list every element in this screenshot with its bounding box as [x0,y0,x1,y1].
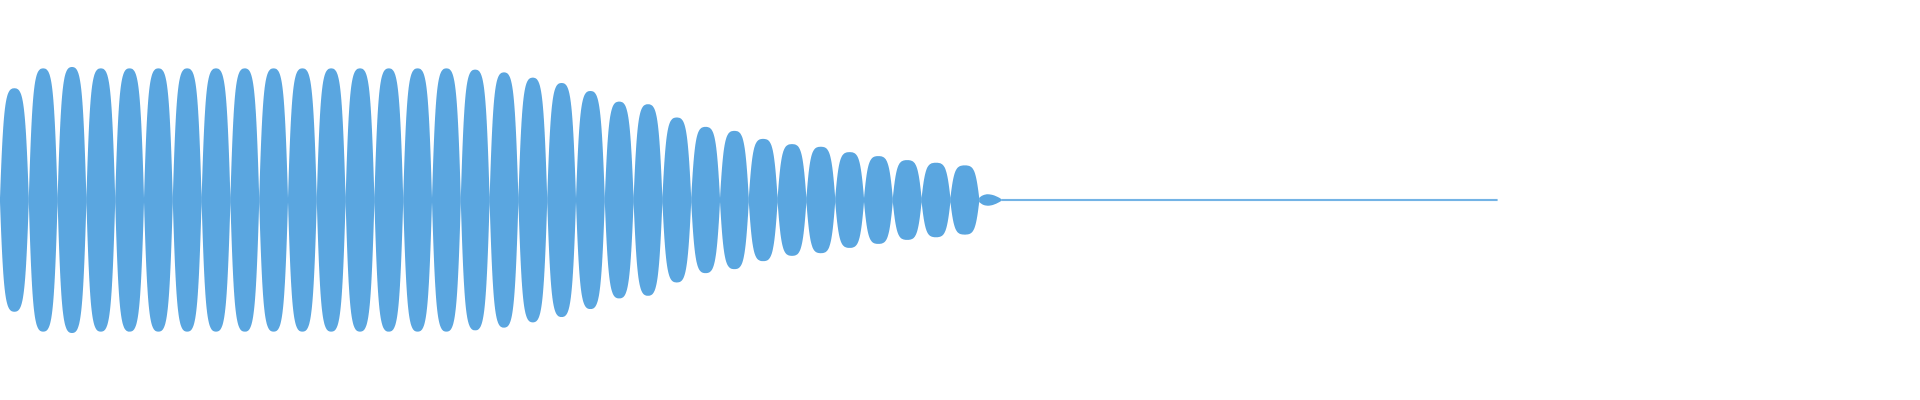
waveform-lobe [432,68,461,332]
waveform-lobe [259,68,288,332]
waveform-lobe [0,88,29,312]
waveform-lobe [921,162,951,238]
waveform-lobes [0,67,1002,333]
waveform-lobe [835,152,864,248]
waveform-lobe [777,144,807,256]
waveform-lobe [864,156,893,244]
waveform-lobe [403,68,432,332]
waveform-lobe [201,68,231,332]
waveform-ringout [979,194,1002,206]
waveform-lobe [288,68,317,332]
waveform-lobe [144,68,173,332]
waveform-lobe [604,101,634,299]
waveform-lobe [662,117,692,283]
waveform-lobe [720,130,749,270]
waveform-lobe [633,104,663,296]
waveform-lobe [518,77,548,323]
waveform-lobe [345,68,375,332]
waveform-lobe [172,68,202,332]
waveform-lobe [374,68,404,332]
waveform-lobe [86,68,116,332]
waveform-lobe [489,72,519,328]
waveform-lobe [576,90,605,310]
waveform-noise-floor [1001,198,1498,202]
waveform-lobe [806,146,836,254]
waveform-lobe [748,138,778,262]
waveform-noise-line [1001,198,1498,202]
waveform-lobe [28,68,58,332]
waveform-lobe [547,82,576,318]
waveform-lobe [691,126,720,274]
waveform-lobe [57,67,87,333]
waveform-lobe [230,68,260,332]
waveform-lobe [460,69,490,331]
waveform-lobe [115,68,144,332]
waveform-lobe [892,160,922,240]
waveform-lobe [950,165,980,235]
waveform-lobe [316,68,346,332]
